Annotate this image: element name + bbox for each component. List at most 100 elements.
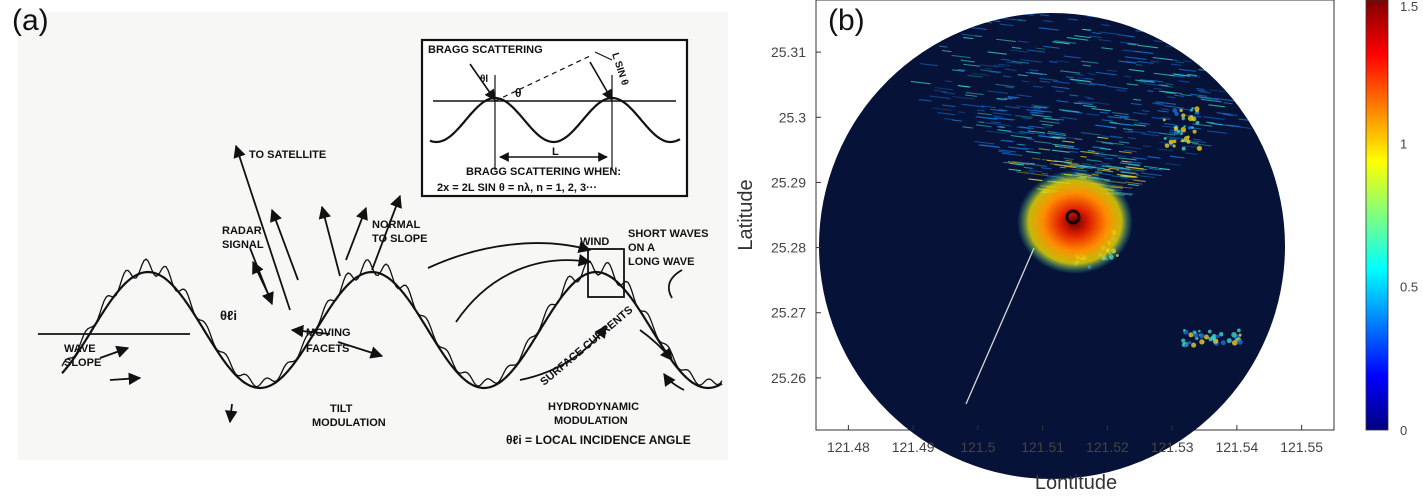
x-axis-label: Lontitude	[1035, 472, 1117, 494]
colorbar-tick-label: 0.5	[1400, 280, 1418, 295]
clutter-streak	[1136, 65, 1142, 66]
clutter-patch	[1172, 108, 1177, 113]
clutter-streak	[1042, 173, 1048, 174]
clutter-patch	[1199, 333, 1204, 338]
clutter-patch	[1187, 140, 1191, 144]
clutter-patch	[1188, 116, 1194, 122]
inset-theta: θ	[515, 86, 522, 100]
bragg-diagram-svg: BRAGG SCATTERING θl θ L SIN θ L BRAGG SC…	[0, 0, 730, 470]
clutter-patch	[1165, 143, 1169, 147]
clutter-patch	[1216, 335, 1219, 338]
x-tick-label: 121.48	[827, 439, 870, 455]
clutter-streak	[978, 122, 984, 123]
short-waves-label-3: LONG WAVE	[628, 256, 694, 268]
clutter-patch	[1231, 332, 1237, 338]
moving-facets-label-2: FACETS	[306, 343, 349, 355]
clutter-patch	[1180, 132, 1183, 135]
tilt-label-2: MODULATION	[312, 417, 386, 429]
y-ticks: 25.31 25.3 25.29 25.28 25.27 25.26	[771, 44, 821, 386]
short-waves-label-2: ON A	[628, 242, 655, 254]
clutter-patch	[1187, 136, 1190, 139]
y-tick-label: 25.31	[771, 44, 806, 60]
y-tick-label: 25.28	[771, 240, 806, 256]
short-waves-label-1: SHORT WAVES	[628, 228, 708, 240]
local-angle-label: θℓi = LOCAL INCIDENCE ANGLE	[506, 433, 691, 447]
clutter-patch	[1221, 340, 1226, 345]
inset-condition-1: BRAGG SCATTERING WHEN:	[466, 166, 621, 178]
clutter-patch	[1196, 121, 1200, 125]
y-tick-label: 25.3	[779, 109, 806, 125]
clutter-patch	[1198, 330, 1201, 333]
moving-facets-label-1: MOVING	[306, 327, 351, 339]
clutter-patch	[1185, 343, 1188, 346]
clutter-patch	[1169, 140, 1174, 145]
clutter-patch	[1208, 330, 1212, 334]
inset-title: BRAGG SCATTERING	[428, 44, 543, 56]
theta-li-label: θℓi	[220, 308, 237, 323]
colorbar-tick-label: 1.5	[1400, 0, 1418, 14]
wave-slope-label-2: SLOPE	[64, 357, 101, 369]
clutter-patch	[1197, 146, 1202, 151]
hydro-label-1: HYDRODYNAMIC	[548, 401, 639, 413]
clutter-patch	[1183, 125, 1185, 127]
clutter-patch	[1179, 109, 1182, 112]
clutter-patch	[1174, 127, 1178, 131]
panel-b-label: (b)	[828, 4, 865, 38]
clutter-streak	[1081, 156, 1087, 157]
clutter-patch	[1208, 337, 1212, 341]
y-tick-label: 25.27	[771, 305, 806, 321]
clutter-patch	[1237, 339, 1243, 345]
y-tick-label: 25.26	[771, 370, 806, 386]
x-tick-label: 121.51	[1021, 439, 1064, 455]
radar-signal-label-1: RADAR	[222, 225, 262, 237]
clutter-streak	[1087, 98, 1093, 99]
wind-label: WIND	[580, 236, 609, 248]
clutter-patch	[1181, 127, 1187, 133]
colorbar	[1366, 0, 1388, 430]
x-tick-label: 121.54	[1215, 439, 1258, 455]
clutter-patch	[1181, 339, 1185, 343]
clutter-patch	[1177, 130, 1180, 133]
clutter-patch	[1188, 341, 1191, 344]
x-tick-label: 121.53	[1151, 439, 1194, 455]
clutter-patch	[1227, 338, 1232, 343]
inset-condition-2: 2x = 2L SIN θ = nλ, n = 1, 2, 3···	[437, 182, 597, 194]
clutter-patch	[1183, 329, 1186, 332]
colorbar-ticks: 0 0.5 1 1.5	[1400, 0, 1418, 438]
clutter-patch	[1193, 130, 1197, 134]
colorbar-tick-label: 0	[1400, 423, 1407, 438]
clutter-patch	[1199, 339, 1204, 344]
clutter-patch	[1196, 112, 1199, 115]
clutter-patch	[1239, 333, 1242, 336]
inset-L-label: L	[552, 146, 559, 158]
clutter-patch	[1191, 126, 1194, 129]
clutter-patch	[1173, 144, 1176, 147]
clutter-patch	[1191, 107, 1193, 109]
clutter-patch	[1164, 137, 1167, 140]
clutter-patch	[1219, 332, 1223, 336]
clutter-patch	[1163, 118, 1166, 121]
to-satellite-label: TO SATELLITE	[249, 149, 326, 161]
normal-label-2: TO SLOPE	[372, 233, 427, 245]
clutter-streak	[999, 127, 1005, 128]
colorbar-tick-label: 1	[1400, 136, 1407, 151]
panel-a-label: (a)	[12, 4, 49, 38]
inset-theta-l: θl	[480, 74, 488, 85]
clutter-patch	[1191, 343, 1196, 348]
x-tick-label: 121.52	[1086, 439, 1129, 455]
clutter-streak	[1060, 167, 1066, 168]
clutter-patch	[1181, 139, 1184, 142]
clutter-patch	[1213, 338, 1216, 341]
clutter-streak	[1045, 126, 1052, 127]
wave-slope-label-1: WAVE	[64, 343, 96, 355]
x-tick-label: 121.55	[1280, 439, 1323, 455]
clutter-patch	[1193, 331, 1196, 334]
radar-signal-label-2: SIGNAL	[222, 239, 264, 251]
y-tick-label: 25.29	[771, 174, 806, 190]
clutter-patch	[1194, 106, 1199, 111]
hydro-label-2: MODULATION	[554, 415, 628, 427]
clutter-patch	[1204, 335, 1209, 340]
clutter-streak	[985, 68, 992, 69]
